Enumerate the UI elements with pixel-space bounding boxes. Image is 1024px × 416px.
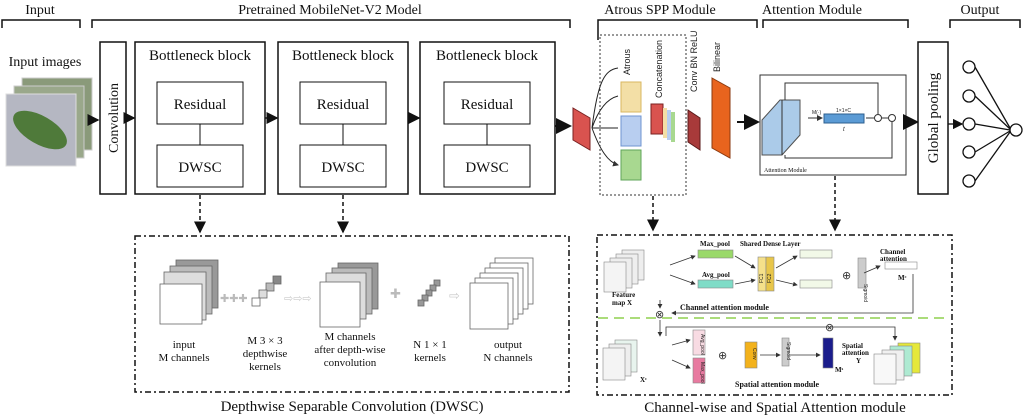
bottleneck-block: Bottleneck block Residual DWSC bbox=[419, 41, 556, 195]
output-node bbox=[962, 174, 976, 188]
svg-text:t: t bbox=[843, 127, 845, 133]
svg-text:⊕: ⊕ bbox=[718, 349, 727, 362]
final-output-node bbox=[1009, 123, 1023, 137]
svg-text:Spatial: Spatial bbox=[842, 342, 863, 350]
atrous-spp-module: Atrous Concatenation Conv BN ReLU Biline… bbox=[572, 30, 731, 196]
svg-text:✚: ✚ bbox=[390, 286, 401, 301]
svg-text:Attention Module: Attention Module bbox=[764, 168, 807, 174]
svg-text:Bottleneck block: Bottleneck block bbox=[292, 48, 395, 64]
output-node bbox=[962, 89, 976, 103]
svg-text:⊗: ⊗ bbox=[825, 321, 834, 334]
svg-text:output: output bbox=[494, 339, 522, 351]
svg-text:M channels: M channels bbox=[158, 352, 209, 364]
svg-text:Bottleneck block: Bottleneck block bbox=[436, 48, 539, 64]
svg-text:Spatial attention module: Spatial attention module bbox=[735, 380, 819, 389]
svg-text:Sigmoid: Sigmoid bbox=[862, 284, 868, 302]
svg-text:⇨: ⇨ bbox=[449, 288, 460, 303]
svg-text:Avg_pool: Avg_pool bbox=[702, 271, 730, 279]
svg-text:after depth-wise: after depth-wise bbox=[314, 344, 385, 356]
svg-text:DWSC: DWSC bbox=[321, 160, 364, 176]
svg-text:Avg_pool: Avg_pool bbox=[699, 334, 705, 355]
svg-text:Xᶜ: Xᶜ bbox=[640, 376, 647, 384]
dwsc-caption: Depthwise Separable Convolution (DWSC) bbox=[221, 399, 484, 415]
svg-text:input: input bbox=[173, 339, 196, 351]
svg-text:FC1: FC1 bbox=[759, 273, 765, 283]
svg-text:Mᶜ: Mᶜ bbox=[898, 274, 907, 282]
output-node bbox=[962, 145, 976, 159]
svg-text:Shared Dense Layer: Shared Dense Layer bbox=[740, 240, 801, 248]
bilinear-label: Bilinear bbox=[712, 42, 722, 72]
attention-module-inset: M(·) 1×1×C t Attention Module bbox=[759, 74, 907, 176]
header-mobilenet: Pretrained MobileNet-V2 Model bbox=[238, 3, 422, 18]
convolution-label: Convolution bbox=[107, 83, 122, 153]
svg-text:depthwise: depthwise bbox=[243, 348, 288, 360]
atrous-label: Atrous bbox=[622, 48, 632, 75]
svg-text:kernels: kernels bbox=[249, 361, 281, 373]
output-node bbox=[962, 117, 976, 131]
svg-text:Bottleneck block: Bottleneck block bbox=[149, 48, 252, 64]
conv-bn-relu-label: Conv BN ReLU bbox=[689, 30, 699, 92]
header-input: Input bbox=[25, 3, 55, 18]
svg-text:M 3 × 3: M 3 × 3 bbox=[247, 335, 283, 347]
header-attention: Attention Module bbox=[762, 3, 862, 18]
kernel-cross-glyphs: ✚✚✚ bbox=[220, 293, 248, 305]
global-pooling-label: Global pooling bbox=[926, 72, 942, 163]
svg-text:Sigmoid: Sigmoid bbox=[785, 342, 791, 360]
concatenation-label: Concatenation bbox=[654, 40, 664, 98]
output-node bbox=[962, 60, 976, 74]
svg-text:Conv: Conv bbox=[751, 348, 757, 360]
svg-text:Residual: Residual bbox=[461, 97, 514, 113]
header-aspp: Atrous SPP Module bbox=[604, 3, 716, 18]
bottleneck-block: Bottleneck block Residual DWSC bbox=[134, 41, 266, 195]
convolution-layer bbox=[99, 41, 127, 195]
svg-text:1×1×C: 1×1×C bbox=[836, 108, 851, 114]
svg-text:kernels: kernels bbox=[414, 352, 446, 364]
svg-text:Y: Y bbox=[856, 357, 861, 365]
svg-text:N 1 × 1: N 1 × 1 bbox=[413, 339, 446, 351]
section-headers: Input Pretrained MobileNet-V2 Model Atro… bbox=[1, 3, 1021, 40]
svg-text:Max_pool: Max_pool bbox=[700, 240, 730, 248]
svg-text:attention: attention bbox=[842, 349, 869, 357]
svg-text:N channels: N channels bbox=[483, 352, 532, 364]
input-images: Input images bbox=[5, 55, 93, 167]
header-output: Output bbox=[961, 3, 1000, 18]
svg-text:DWSC: DWSC bbox=[178, 160, 221, 176]
svg-text:Feature: Feature bbox=[612, 291, 635, 299]
svg-text:Input images: Input images bbox=[9, 55, 82, 70]
svg-text:M channels: M channels bbox=[324, 331, 375, 343]
svg-text:Max_pool: Max_pool bbox=[699, 362, 705, 384]
svg-text:map X: map X bbox=[612, 299, 632, 307]
svg-text:⊗: ⊗ bbox=[655, 308, 664, 321]
svg-text:convolution: convolution bbox=[324, 357, 377, 369]
arrow-glyphs: ⇨⇨⇨ bbox=[284, 293, 312, 305]
global-pooling-layer bbox=[917, 41, 949, 195]
svg-text:Channel attention module: Channel attention module bbox=[680, 303, 769, 312]
svg-text:⊕: ⊕ bbox=[842, 269, 851, 282]
svg-text:attention: attention bbox=[880, 255, 907, 263]
bottleneck-block: Bottleneck block Residual DWSC bbox=[277, 41, 409, 195]
svg-text:DWSC: DWSC bbox=[465, 160, 508, 176]
output-layer bbox=[948, 60, 1023, 188]
cbam-caption: Channel-wise and Spatial Attention modul… bbox=[644, 400, 906, 416]
svg-text:Residual: Residual bbox=[317, 97, 370, 113]
svg-text:M(·): M(·) bbox=[812, 110, 821, 116]
cbam-panel: Max_pool Avg_pool Shared Dense Layer Cha… bbox=[596, 234, 953, 416]
svg-text:Channel: Channel bbox=[880, 248, 905, 256]
svg-text:FC2: FC2 bbox=[767, 273, 773, 283]
svg-text:Mˢ: Mˢ bbox=[835, 366, 844, 374]
svg-text:Residual: Residual bbox=[174, 97, 227, 113]
